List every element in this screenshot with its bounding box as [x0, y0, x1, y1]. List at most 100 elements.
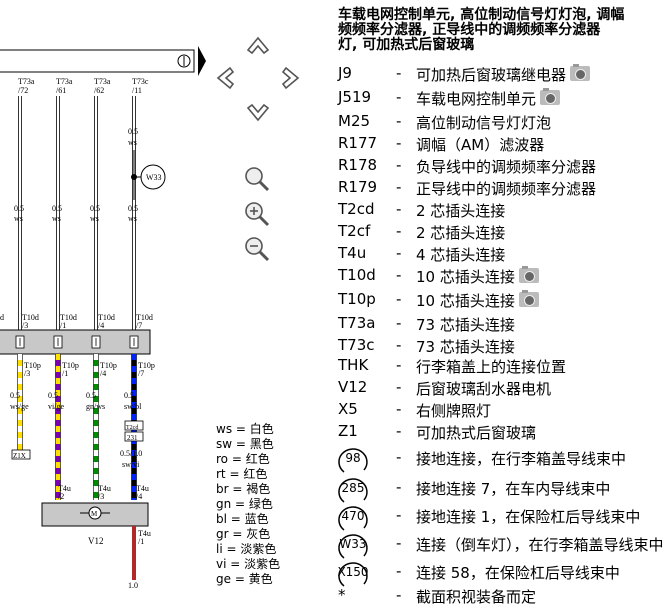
legend-code: T4u [338, 244, 367, 262]
legend-code: V12 [338, 378, 368, 396]
ground-dash: - [396, 506, 402, 524]
svg-text:/4: /4 [136, 492, 142, 501]
ground-desc: 连接 58，在保险杠后导线束中 [416, 564, 620, 582]
legend-dash: - [396, 88, 402, 106]
wire-top-pin: /72 [18, 86, 28, 95]
legend-item-x5: X5 -右侧牌照灯 [334, 400, 654, 422]
legend-desc: 2 芯插头连接 [416, 202, 506, 220]
ground-dash: - [396, 448, 402, 466]
legend-code: T73a [338, 314, 376, 332]
ground-code: 98 [345, 451, 361, 465]
t4u-label-b: T4u [98, 484, 111, 493]
pan-left-button[interactable] [216, 66, 235, 90]
ground-dash: - [396, 534, 402, 552]
ground-desc: 连接（倒车灯），在行李箱盖导线束中 [416, 536, 664, 554]
zoom-fit-button[interactable] [245, 167, 270, 192]
v12-label: V12 [88, 536, 104, 546]
wire-top-connector: T73a [94, 77, 111, 86]
wire-top-pin: /11 [132, 86, 142, 95]
legend-desc: 右侧牌照灯 [416, 402, 492, 420]
ground-desc: 接地连接，在行李箱盖导线束中 [416, 450, 627, 468]
legend-desc: 行李箱盖上的连接位置 [416, 358, 567, 376]
t4u-label-d: T4u [138, 529, 151, 538]
wire-size2-label: 0.5 [86, 391, 96, 400]
t4u-label-a: T4u [58, 484, 71, 493]
wire-color-entry: rt = 红色 [216, 467, 268, 481]
pre-w33-color: ws [128, 138, 137, 147]
pan-up-button[interactable] [246, 36, 270, 55]
z1x-box [11, 449, 31, 460]
ground-code: X150 [337, 565, 369, 579]
legend-dash: - [396, 356, 402, 374]
line-number-box [124, 431, 144, 442]
z1x-label: Z1X [13, 452, 26, 460]
legend-desc: 调幅（AM）滤波器 [416, 136, 545, 154]
j519-control-unit-bar [0, 49, 195, 73]
ground-circle-icon [338, 448, 368, 473]
wire-connector2-pin: /7 [138, 369, 144, 378]
ground-item-w33: W33-连接（倒车灯），在行李箱盖导线束中 [334, 530, 664, 560]
legend-dash: - [396, 314, 402, 332]
connector-bar [0, 329, 151, 355]
legend-dash: - [396, 378, 402, 396]
camera-icon[interactable] [540, 88, 561, 105]
ground-item-285: 285-接地连接 7，在车内导线束中 [334, 474, 654, 504]
camera-icon[interactable] [518, 266, 539, 283]
wire-color-entry: bl = 蓝色 [216, 512, 269, 526]
unit-symbol-icon [177, 54, 191, 68]
zoom-out-button[interactable] [245, 237, 270, 262]
wire-color-entry: sw = 黑色 [216, 437, 274, 451]
svg-text:M: M [91, 510, 98, 518]
pan-down-button[interactable] [246, 103, 270, 122]
ground-dash: - [396, 562, 402, 580]
legend-desc: 后窗玻璃刮水器电机 [416, 380, 552, 398]
wire-top-pin: /61 [56, 86, 66, 95]
wiring-diagram: T73a/720.5wsT10d/3T10p/30.5ws/geT73a/610… [0, 36, 300, 590]
wire-color-entry: vi = 淡紫色 [216, 557, 281, 571]
wire-connector2-label: T10p [138, 361, 155, 370]
legend-item-thk: THK-行李箱盖上的连接位置 [334, 356, 654, 378]
page-arrow-icon [198, 46, 206, 76]
wire-connector-pin: /3 [22, 321, 28, 330]
wire-color-entry: ge = 黄色 [216, 572, 273, 586]
ground-desc: 接地连接 1，在保险杠后导线束中 [416, 508, 641, 526]
wire-top-pin: /62 [94, 86, 104, 95]
wire-color-entry: li = 淡紫色 [216, 542, 277, 556]
side-connector-label: d [0, 313, 4, 322]
legend-dash: - [396, 112, 402, 130]
camera-icon[interactable] [570, 64, 591, 81]
legend-item-t2cf: T2cf-2 芯插头连接 [334, 222, 654, 244]
legend-code: Z1 [338, 422, 358, 440]
wire-connector2-pin: /4 [100, 369, 106, 378]
camera-icon[interactable] [518, 290, 539, 307]
legend-code: X5 [338, 400, 358, 418]
v12-color: sw/vi [122, 460, 140, 469]
legend-code: R177 [338, 134, 378, 152]
legend-item-r177: R177-调幅（AM）滤波器 [334, 134, 654, 156]
wire-color-entry: gn = 绿色 [216, 497, 273, 511]
pan-right-button[interactable] [281, 66, 300, 90]
wire-top-connector: T73c [132, 77, 149, 86]
legend-dash: - [396, 244, 402, 262]
legend-code: J519 [338, 88, 372, 106]
legend-desc: 可加热后窗玻璃继电器 [416, 64, 591, 85]
legend-dash: - [396, 200, 402, 218]
zoom-in-button[interactable] [245, 202, 270, 227]
wire-top-connector: T73a [18, 77, 35, 86]
legend-dash: - [396, 400, 402, 418]
wire-connector2-label: T10p [100, 361, 117, 370]
legend-item-t4u: T4u-4 芯插头连接 [334, 244, 654, 266]
wire-connector-label: T10d [60, 313, 77, 322]
legend-item-r178: R178-负导线中的调频频率分滤器 [334, 156, 654, 178]
legend-code: T2cd [338, 200, 375, 218]
footnote: *-截面积视装备而定 [338, 586, 537, 606]
legend-desc: 正导线中的调频频率分滤器 [416, 180, 597, 198]
wire-connector2-pin: /1 [62, 369, 68, 378]
wire-color-label: ws [128, 214, 137, 223]
v12-size: 0.5/1.0 [120, 449, 142, 458]
legend-item-z1: Z1-可加热式后窗玻璃 [334, 422, 654, 444]
wire-size2-label: 0.5 [10, 391, 20, 400]
wire-color-entry: gr = 灰色 [216, 527, 271, 541]
legend-dash: - [396, 290, 402, 308]
legend-code: M25 [338, 112, 371, 130]
